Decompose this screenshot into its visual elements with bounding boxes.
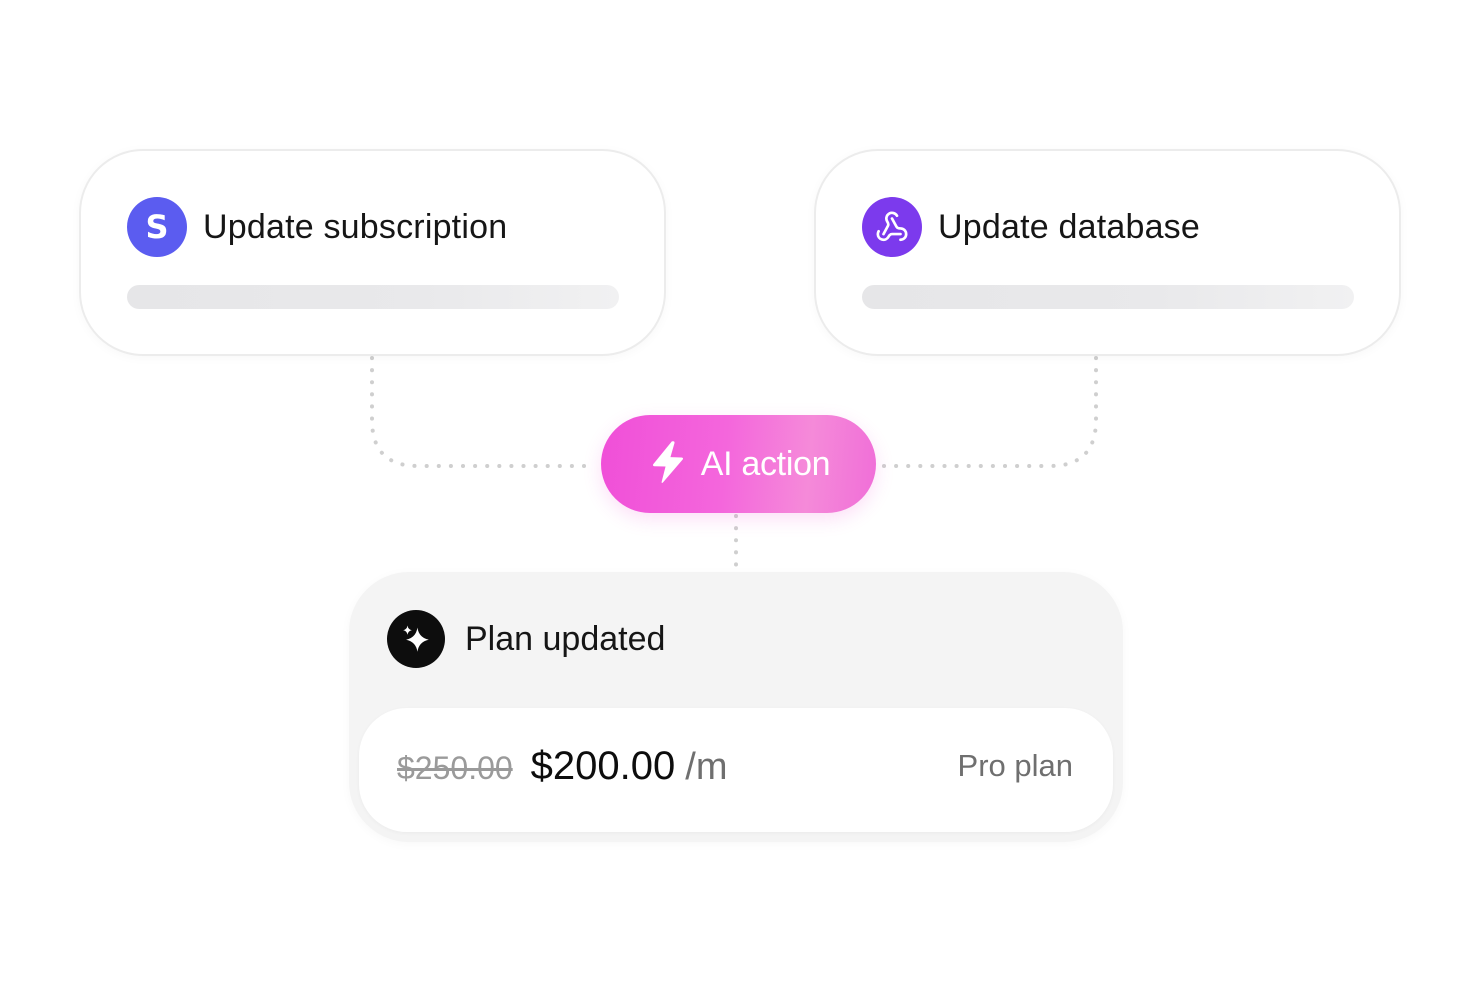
connector-subscription-to-ai [370, 356, 598, 468]
loading-placeholder-bar [127, 285, 619, 309]
price-unit: /m [685, 746, 728, 788]
result-title: Plan updated [465, 619, 666, 658]
lightning-bolt-icon [647, 439, 689, 490]
update-subscription-card[interactable]: S Update subscription [79, 149, 666, 356]
ai-action-label: AI action [700, 444, 831, 483]
price-panel: $250.00 $200.00 /m Pro plan [359, 708, 1113, 832]
connector-database-to-ai [880, 356, 1098, 468]
webhook-icon [862, 197, 922, 257]
update-database-card[interactable]: Update database [814, 149, 1401, 356]
price-row: $250.00 $200.00 /m [397, 744, 727, 789]
plan-updated-card: Plan updated $250.00 $200.00 /m Pro plan [349, 572, 1123, 842]
card-header: Update database [862, 197, 1200, 257]
stripe-logo-icon: S [127, 197, 187, 257]
loading-placeholder-bar [862, 285, 1354, 309]
card-header: S Update subscription [127, 197, 507, 257]
stripe-logo-letter: S [145, 208, 169, 246]
result-header: Plan updated [387, 610, 665, 668]
old-price: $250.00 [397, 750, 513, 786]
card-title: Update subscription [203, 207, 508, 246]
new-price: $200.00 [530, 744, 676, 788]
ai-action-button[interactable]: AI action [601, 415, 876, 513]
sparkle-icon [387, 610, 445, 668]
plan-name: Pro plan [957, 748, 1073, 783]
card-title: Update database [938, 207, 1200, 246]
